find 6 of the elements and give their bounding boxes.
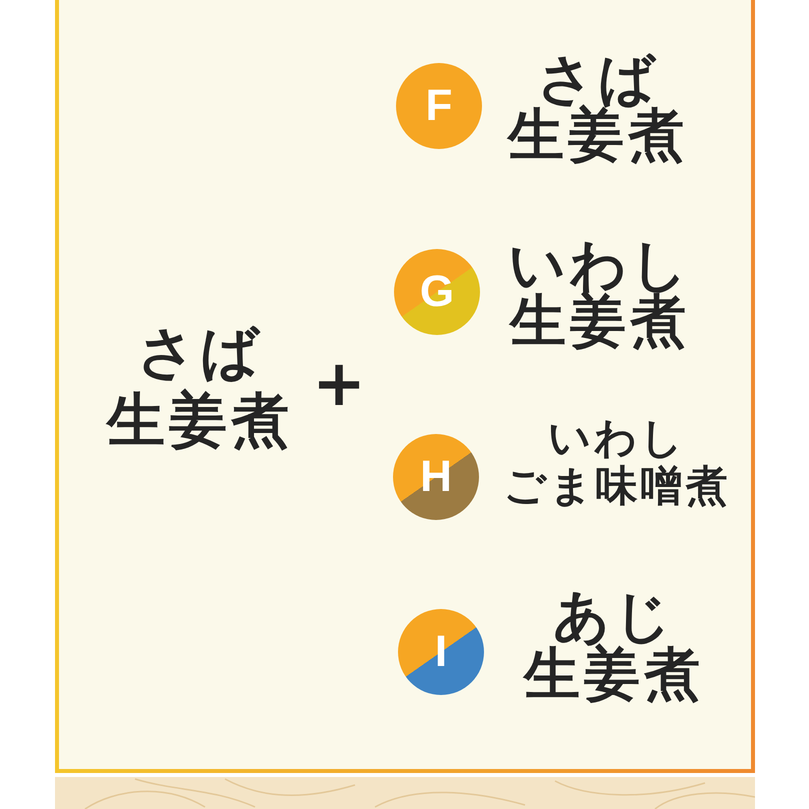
dish-name: あじ生姜煮 (524, 588, 704, 704)
dish-name: いわし生姜煮 (508, 238, 692, 350)
dish-name: さば生姜煮 (508, 52, 688, 164)
plus-sign: + (312, 348, 366, 420)
dish-name: いわしごま味噌煮 (504, 414, 730, 510)
dish-name: さば生姜煮 (107, 318, 293, 454)
